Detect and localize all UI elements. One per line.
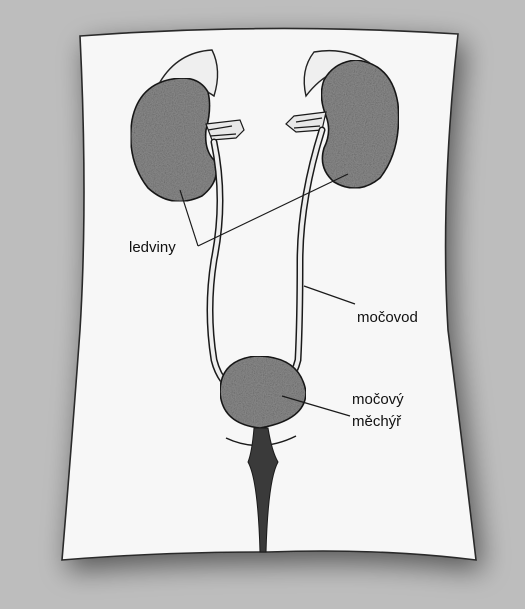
bladder-label: močový měchýř [352, 389, 404, 433]
kidneys-label: ledviny [129, 237, 176, 259]
ureter-label: močovod [357, 307, 418, 329]
left-kidney [131, 78, 217, 201]
bladder-label-line1: močový [352, 389, 404, 411]
right-kidney [321, 60, 398, 188]
bladder-label-line2: měchýř [352, 411, 404, 433]
